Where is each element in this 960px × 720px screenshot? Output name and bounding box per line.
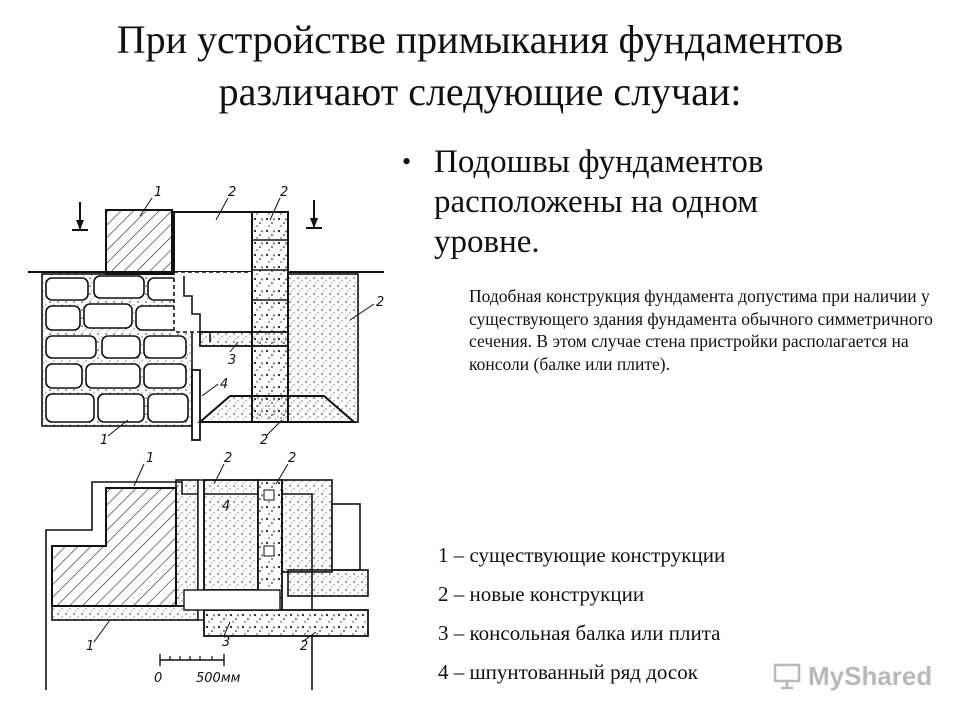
watermark-text: MyShared [808, 660, 933, 691]
bullet-text: Подошвы фундаментов расположены на одном… [434, 144, 764, 260]
label-2: 2 [280, 185, 288, 200]
label-2: 2 [300, 639, 308, 654]
label-1: 1 [100, 433, 108, 448]
label-2: 2 [376, 295, 384, 310]
foundation-diagram: 1 2 2 2 3 4 1 2 [28, 185, 384, 690]
bullet-dot-icon: • [402, 147, 412, 176]
description-text: Подобная конструкция фундамента допустим… [469, 286, 933, 374]
label-3: 3 [228, 353, 236, 368]
scale-bar: 0 500мм [154, 654, 241, 686]
legend-item: 4 – шпунтованный ряд досок [438, 660, 698, 684]
label-4: 4 [222, 499, 230, 514]
label-2: 2 [228, 185, 236, 200]
slide-title: При устройстве примыкания фундаментов ра… [116, 17, 844, 114]
legend-item: 1 – существующие конструкции [438, 543, 726, 567]
bullet-item: • Подошвы фундаментов расположены на одн… [402, 142, 822, 262]
scale-zero: 0 [154, 671, 162, 686]
legend-item: 3 – консольная балка или плита [438, 621, 721, 645]
label-2: 2 [288, 451, 296, 466]
scale-label: 500мм [196, 671, 241, 686]
watermark: MyShared [772, 656, 932, 696]
plan-view: 1 2 2 4 1 3 2 0 500мм [45, 451, 369, 690]
legend-item: 2 – новые конструкции [438, 582, 645, 606]
section-view: 1 2 2 2 3 4 1 2 [28, 185, 384, 448]
label-2: 2 [224, 451, 232, 466]
label-4: 4 [220, 377, 228, 392]
label-2: 2 [260, 433, 268, 448]
legend-list: 1 – существующие конструкции 2 – новые к… [438, 536, 858, 692]
presentation-screen-icon [773, 663, 801, 690]
label-1: 1 [86, 639, 94, 654]
label-1: 1 [154, 185, 162, 200]
label-3: 3 [222, 635, 230, 650]
label-1: 1 [146, 451, 154, 466]
